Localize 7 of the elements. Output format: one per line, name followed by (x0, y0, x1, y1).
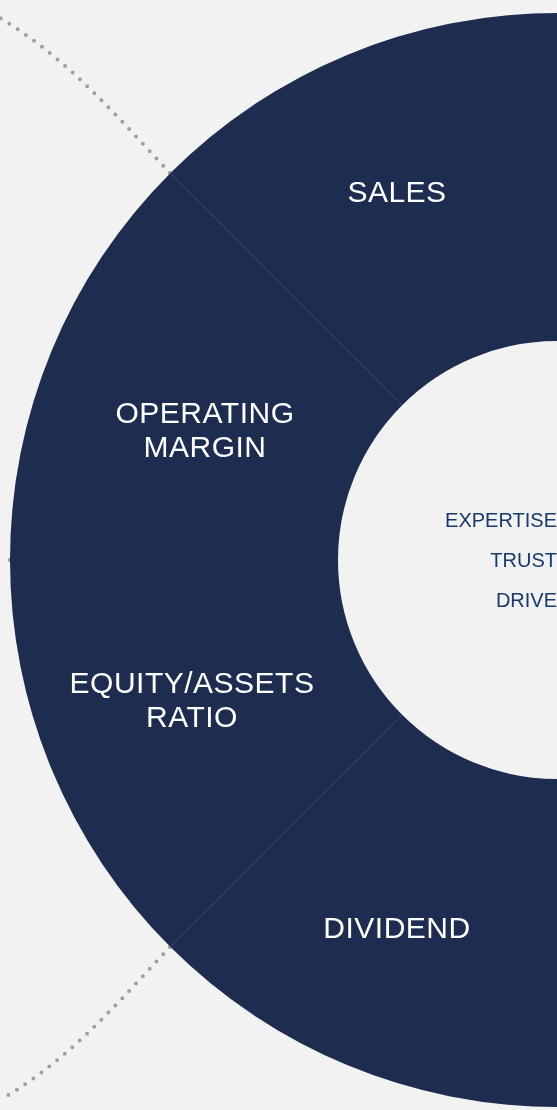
segment-label: SALES (347, 175, 447, 209)
segment-label: OPERATING MARGIN (114, 396, 296, 464)
segment-label: DIVIDEND (323, 911, 471, 945)
value-word: TRUST (490, 548, 557, 572)
value-word: EXPERTISE (445, 508, 557, 532)
segment-label: EQUITY/ASSETS RATIO (68, 666, 316, 734)
value-word: DRIVE (495, 588, 557, 612)
